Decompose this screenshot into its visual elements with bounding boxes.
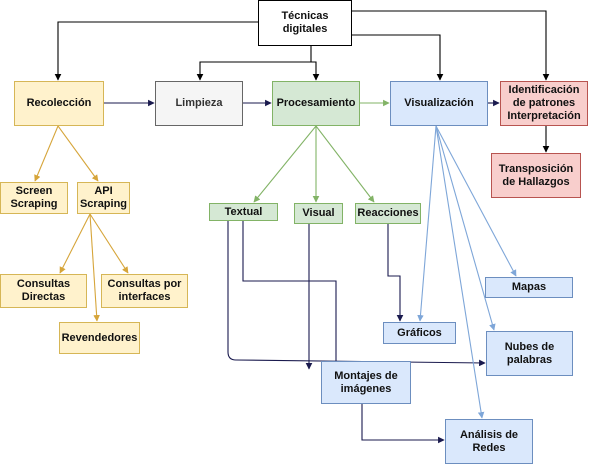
edge-visualizacion-analisis [435, 125, 485, 419]
node-screen-scraping-label: Screen Scraping [10, 185, 58, 210]
edge-montajes-analisis [361, 404, 445, 444]
node-consultas-directas[interactable]: Consultas Directas [0, 274, 87, 308]
edge-tecnicas-procesamiento [311, 61, 320, 81]
node-identificacion[interactable]: Identificación de patrones Interpretació… [500, 81, 588, 126]
edge-procesamiento-reacciones [315, 125, 375, 203]
edge-tecnicas-recoleccion [54, 21, 258, 81]
edge-visualizacion-nubes [435, 125, 496, 331]
node-tecnicas-digitales-label: Técnicas digitales [281, 10, 329, 35]
node-revendedores[interactable]: Revendedores [59, 322, 140, 354]
node-mapas[interactable]: Mapas [485, 277, 573, 298]
edge-procesamiento-textual [253, 125, 317, 203]
node-recoleccion[interactable]: Recolección [14, 81, 104, 126]
node-reacciones-label: Reacciones [357, 207, 419, 219]
node-transposicion-label: Transposición de Hallazgos [498, 162, 574, 188]
node-nubes-de-palabras[interactable]: Nubes de palabras [486, 331, 573, 376]
node-visual[interactable]: Visual [294, 203, 343, 224]
node-analisis-de-redes-label: Análisis de Redes [459, 428, 519, 454]
node-procesamiento-label: Procesamiento [276, 97, 356, 109]
edge-api-revendedores [89, 213, 100, 322]
node-transposicion[interactable]: Transposición de Hallazgos [491, 153, 581, 198]
node-api-scraping[interactable]: API Scraping [77, 182, 130, 214]
node-graficos[interactable]: Gráficos [383, 322, 456, 344]
edge-recoleccion-screen [34, 125, 59, 182]
node-nubes-de-palabras-label: Nubes de palabras [504, 340, 555, 366]
node-reacciones[interactable]: Reacciones [355, 203, 421, 224]
node-analisis-de-redes[interactable]: Análisis de Redes [445, 419, 533, 464]
node-screen-scraping[interactable]: Screen Scraping [0, 182, 68, 214]
node-procesamiento[interactable]: Procesamiento [272, 81, 360, 126]
edge-visualizacion-graficos [417, 125, 437, 322]
edge-recoleccion-api [57, 125, 99, 182]
node-tecnicas-digitales[interactable]: Técnicas digitales [258, 0, 352, 46]
node-mapas-label: Mapas [511, 281, 547, 293]
node-api-scraping-label: API Scraping [79, 185, 128, 210]
node-consultas-interfaces-label: Consultas por interfaces [107, 278, 182, 303]
edge-tecnicas-limpieza [196, 46, 312, 81]
edge-api-consultas-interfaces [89, 213, 129, 274]
node-montajes-de-imagenes[interactable]: Montajes de imágenes [321, 361, 411, 404]
edge-tecnicas-identificacion [352, 10, 550, 81]
edge-reacciones-graficos [387, 224, 404, 322]
node-revendedores-label: Revendedores [61, 331, 138, 344]
node-graficos-label: Gráficos [397, 326, 442, 339]
edge-visualizacion-mapas [435, 125, 517, 277]
node-limpieza[interactable]: Limpieza [155, 81, 243, 126]
node-textual-label: Textual [224, 205, 263, 218]
node-limpieza-label: Limpieza [175, 97, 223, 109]
node-montajes-de-imagenes-label: Montajes de imágenes [334, 369, 398, 395]
edge-api-consultas-directas [59, 213, 91, 274]
edge-textual-montajes [242, 221, 337, 374]
node-visualizacion-label: Visualización [404, 97, 474, 109]
node-visualizacion[interactable]: Visualización [390, 81, 488, 126]
node-consultas-directas-label: Consultas Directas [16, 278, 71, 303]
node-textual[interactable]: Textual [209, 203, 278, 221]
node-recoleccion-label: Recolección [26, 97, 92, 109]
node-visual-label: Visual [302, 207, 335, 219]
node-identificacion-label: Identificación de patrones Interpretació… [507, 84, 581, 122]
edge-textual-nubes [227, 221, 486, 367]
edge-tecnicas-visualizacion [345, 34, 444, 81]
node-consultas-interfaces[interactable]: Consultas por interfaces [101, 274, 188, 308]
